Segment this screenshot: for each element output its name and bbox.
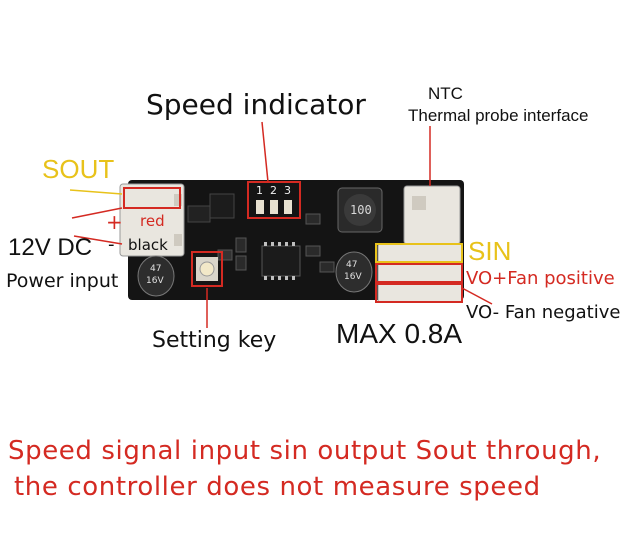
left-capacitor [137, 255, 175, 297]
sin-label: SIN [468, 236, 512, 266]
thermal-probe-label: Thermal probe interface [408, 106, 589, 125]
black-wire-label: black [128, 236, 168, 254]
ntc-label: NTC [428, 84, 463, 103]
setting-key-box [191, 251, 223, 287]
left-cap-value: 47 [150, 264, 162, 274]
footer-line-2: the controller does not measure speed [14, 472, 541, 502]
vo-plus-label: VO+Fan positive [466, 268, 615, 289]
led-number-3: 3 [284, 184, 291, 197]
footer-line-1: Speed signal input sin output Sout throu… [8, 436, 602, 466]
voltage-label: 12V DC [8, 234, 93, 261]
vo-minus-highlight [375, 283, 463, 303]
right-capacitor [335, 251, 373, 293]
led-number-1: 1 [256, 184, 263, 197]
minus-sign: - [108, 234, 115, 255]
right-cap-value: 47 [346, 260, 358, 270]
left-cap-voltage: 16V [146, 276, 164, 286]
setting-key-label: Setting key [152, 328, 277, 353]
max-current-label: MAX 0.8A [336, 318, 463, 349]
inductor-marking: 100 [350, 203, 372, 217]
vo-minus-label: VO- Fan negative [466, 302, 621, 323]
right-cap-voltage: 16V [344, 272, 362, 282]
speed-indicator-box [247, 181, 301, 219]
power-input-label: Power input [6, 270, 119, 292]
sout-highlight [123, 187, 181, 209]
main-ic [261, 245, 301, 277]
sout-label: SOUT [42, 154, 115, 184]
ntc-connector [403, 185, 461, 245]
plus-sign: + [106, 210, 123, 234]
setting-key-button [199, 261, 215, 277]
sin-highlight [375, 243, 463, 263]
fan-connector [377, 243, 463, 303]
led-number-2: 2 [270, 184, 277, 197]
vo-plus-highlight [375, 263, 463, 283]
red-wire-label: red [140, 212, 165, 230]
speed-indicator-label: Speed indicator [146, 88, 366, 121]
